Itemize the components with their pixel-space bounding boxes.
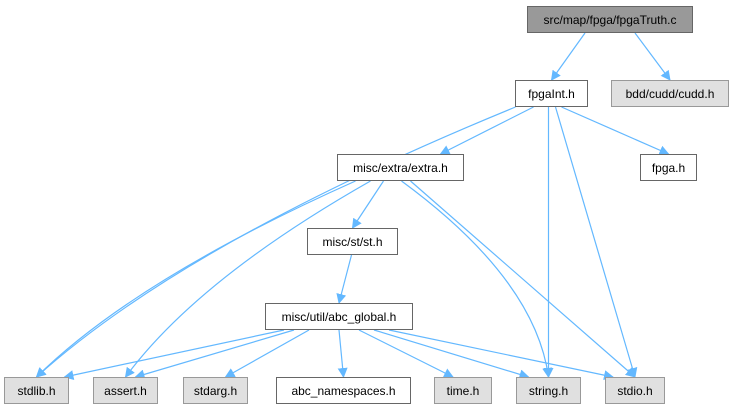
node-st-h[interactable]: misc/st/st.h [307, 228, 398, 255]
edge-abcglobal-to-stdio [388, 329, 614, 381]
edge-fpgaint-to-stdio [554, 106, 638, 378]
edge-root-to-fpgaint [550, 32, 586, 81]
edge-extra-to-string [401, 180, 553, 378]
edge-st-to-abcglobal [336, 254, 353, 304]
edge-fpgaint-to-extra [439, 106, 534, 155]
node-abc-global-h[interactable]: misc/util/abc_global.h [265, 303, 413, 330]
edge-extra-to-stdlib [35, 180, 356, 378]
node-extra-h[interactable]: misc/extra/extra.h [337, 154, 464, 181]
edge-extra-to-stdio [410, 180, 636, 378]
edge-root-to-cudd [634, 32, 671, 81]
edge-fpgaint-to-fpga [561, 106, 670, 155]
node-cudd-h: bdd/cudd/cudd.h [611, 80, 729, 107]
node-time-h: time.h [434, 377, 492, 404]
node-fpgaint-h[interactable]: fpgaInt.h [515, 80, 588, 107]
edge-abcglobal-to-stdarg [224, 329, 310, 378]
edge-fpgaint-to-stdlib [35, 106, 516, 378]
edge-abcglobal-to-time [358, 329, 454, 378]
node-stdio-h: stdio.h [605, 377, 665, 404]
node-abc-namespaces-h[interactable]: abc_namespaces.h [276, 377, 411, 404]
node-stdlib-h: stdlib.h [4, 377, 69, 404]
node-assert-h: assert.h [93, 377, 158, 404]
edge-abcglobal-to-string [373, 329, 530, 380]
node-fpgatruth-c[interactable]: src/map/fpga/fpgaTruth.c [527, 6, 693, 33]
edge-extra-to-st [351, 180, 385, 229]
node-string-h: string.h [516, 377, 581, 404]
node-stdarg-h: stdarg.h [183, 377, 248, 404]
node-fpga-h[interactable]: fpga.h [640, 154, 697, 181]
edge-abcglobal-to-assert [134, 329, 295, 380]
edge-abcglobal-to-stdlib [63, 329, 285, 381]
edge-extra-to-assert [124, 180, 371, 378]
edge-abcglobal-to-abcns [337, 329, 348, 378]
